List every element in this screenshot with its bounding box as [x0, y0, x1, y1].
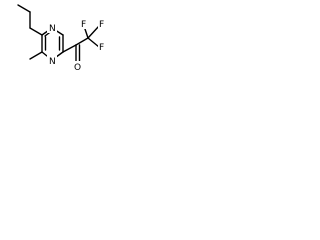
- atom-f2-label: F: [99, 20, 104, 30]
- bond-cf3-f-right: [87, 25, 100, 39]
- bond-c6-ch2a: [29, 27, 43, 36]
- atom-n1-label: N: [49, 24, 56, 34]
- methyl-group: [29, 51, 43, 60]
- atom-f3-label: F: [99, 43, 104, 53]
- propyl-chain: [17, 4, 43, 36]
- bond-ch2b-ch3: [17, 4, 31, 13]
- structure-drawing: N N O F F F: [0, 0, 126, 98]
- bond-cf3-f-bottom: [87, 37, 100, 48]
- bond-c5-ch3: [29, 51, 43, 60]
- bond-carbonyl-cf3: [75, 37, 89, 46]
- atom-o-label: O: [74, 63, 81, 73]
- atom-f1-label: F: [81, 20, 86, 30]
- bond-c2-carbonyl: [62, 44, 77, 53]
- molecule-svg: N N O F F F: [17, 4, 108, 73]
- atom-labels: N N O F F F: [47, 18, 108, 73]
- trifluoroacetyl-group: [62, 25, 100, 62]
- atom-n4-label: N: [49, 57, 56, 67]
